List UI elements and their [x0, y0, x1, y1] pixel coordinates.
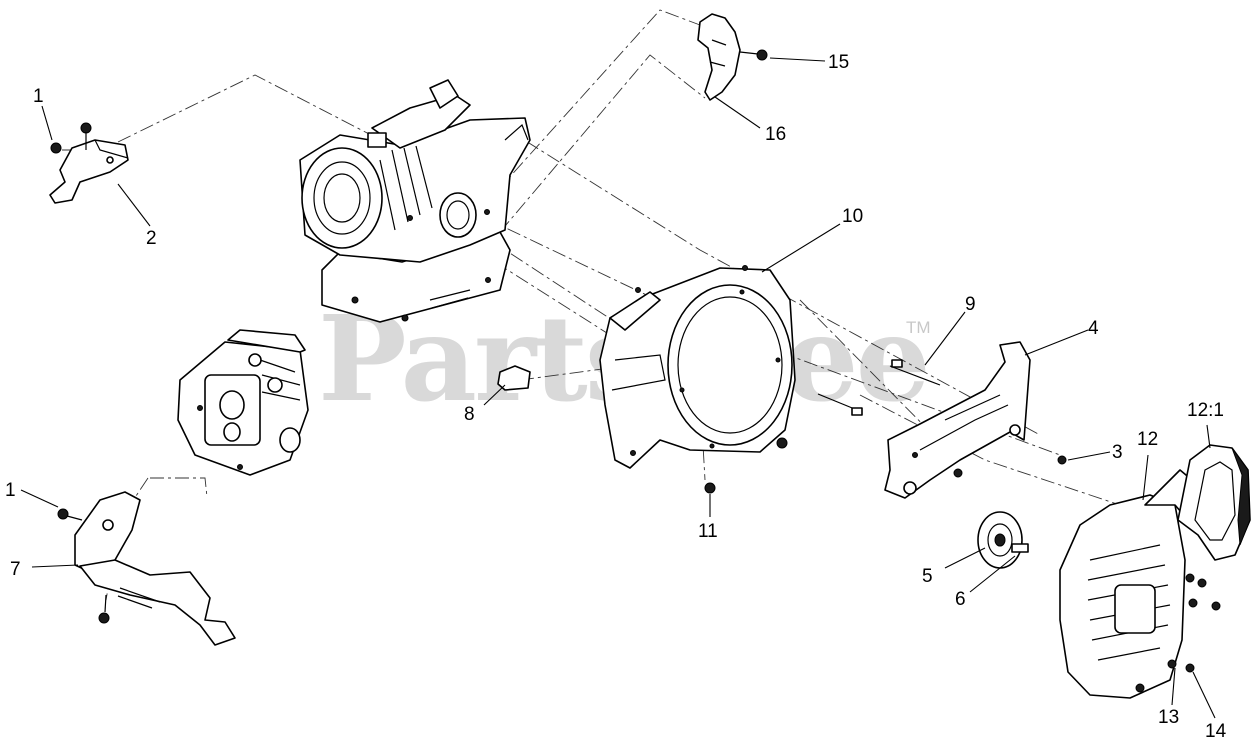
starter-cup-part-5: [977, 511, 1029, 569]
cylinder-head: [177, 329, 309, 476]
assembly-lines: [62, 9, 1121, 601]
cylinder-cover-part-7: [57, 491, 236, 646]
callout-part-11: 11: [698, 521, 718, 542]
recoil-starter-part-12: [1059, 469, 1221, 699]
callout-part-13: 13: [1158, 707, 1179, 728]
clip-part-8: [497, 365, 531, 391]
bracket-part-4: [884, 341, 1067, 499]
callout-labels: 1 2 1 7 8 10 11 9 4 3 5 6 12 12:1 13 14 …: [5, 52, 1227, 742]
deflector-part-16: [697, 13, 768, 101]
callout-part-7: 7: [10, 559, 21, 580]
callout-part-2: 2: [146, 228, 157, 249]
blower-housing-part-10: [599, 265, 796, 469]
callout-part-9: 9: [965, 294, 976, 315]
callout-part-14: 14: [1205, 721, 1227, 742]
leader-lines: [20, 57, 1216, 719]
callout-part-5: 5: [922, 566, 933, 587]
trademark-symbol: TM: [906, 318, 931, 337]
callout-part-12-1: 12:1: [1187, 400, 1224, 421]
bolts-and-studs: [704, 359, 941, 494]
callout-part-15: 15: [828, 52, 849, 73]
callout-part-1-top: 1: [33, 86, 44, 107]
starter-handle-part-12-1: [1177, 444, 1251, 561]
callout-part-3: 3: [1112, 442, 1123, 463]
bracket-part-2: [49, 122, 129, 204]
callout-part-6: 6: [955, 589, 966, 610]
callout-part-12: 12: [1137, 429, 1158, 450]
callout-part-4: 4: [1088, 318, 1099, 339]
callout-part-8: 8: [464, 404, 475, 425]
engine-block: [299, 79, 531, 323]
callout-part-16: 16: [765, 124, 786, 145]
callout-part-10: 10: [842, 206, 863, 227]
callout-part-1-bottom: 1: [5, 480, 16, 501]
